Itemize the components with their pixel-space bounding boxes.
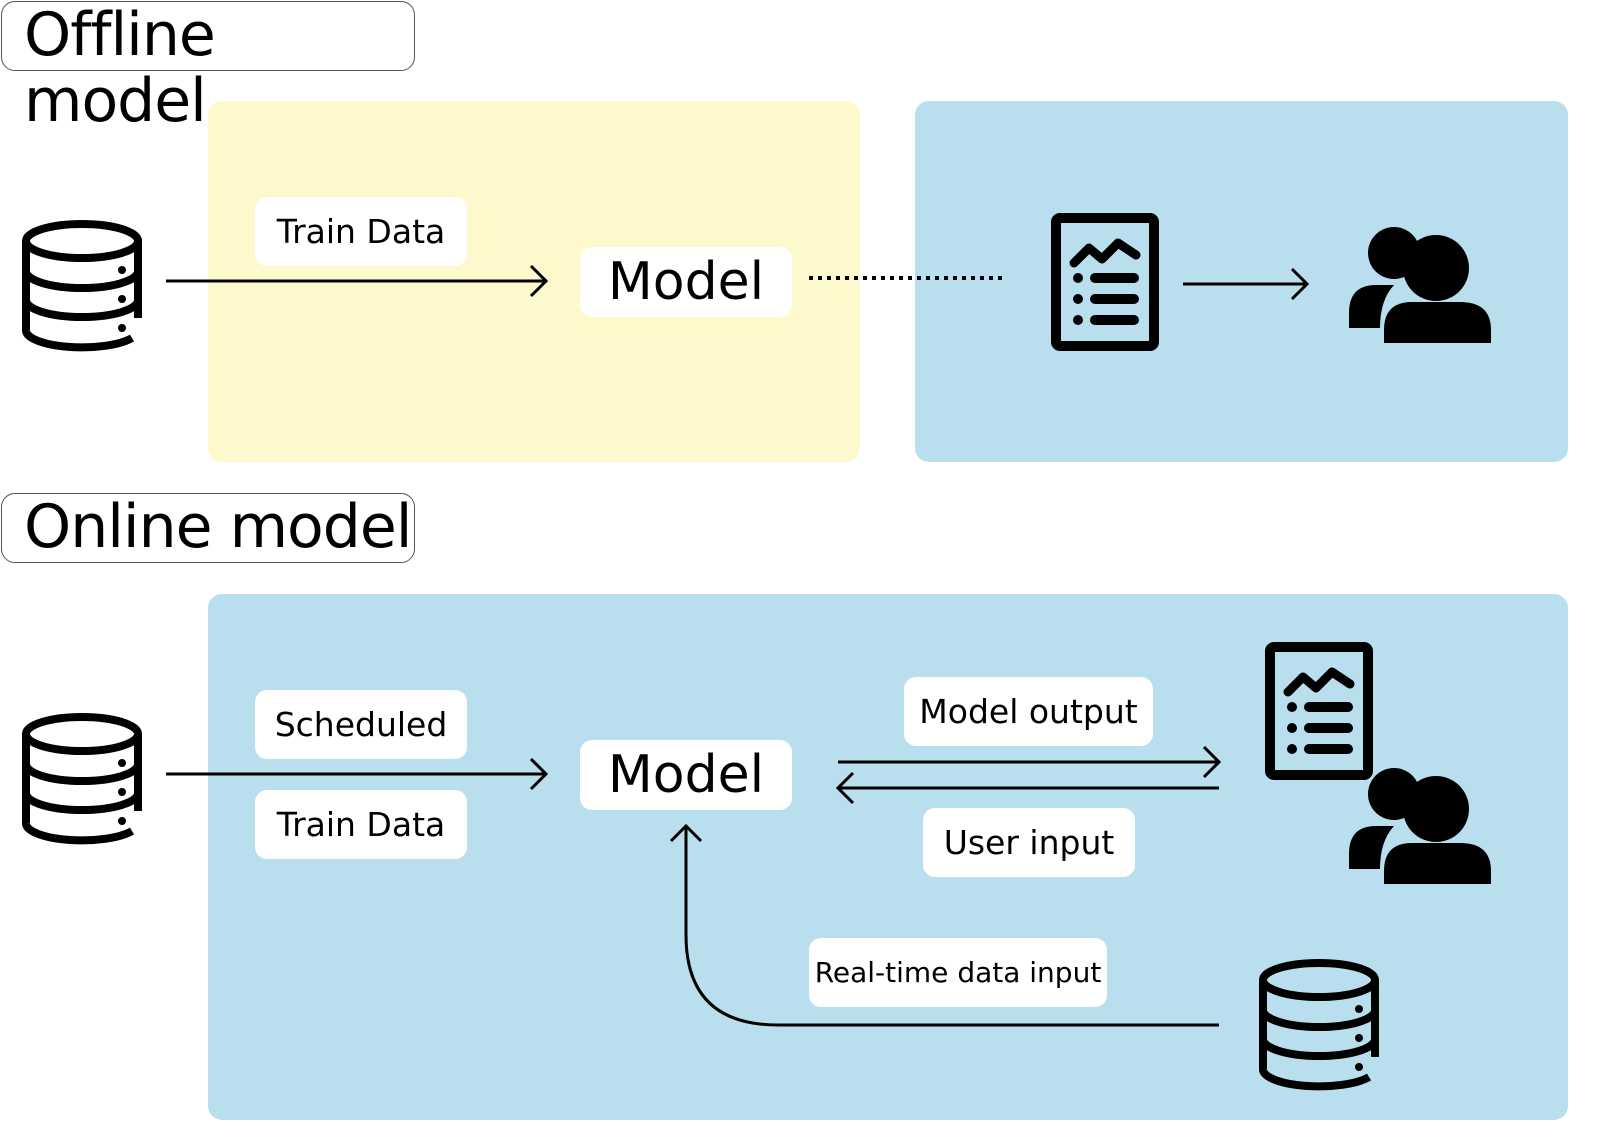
report-icon: [1056, 218, 1154, 346]
offline-train-arrow: [166, 264, 549, 298]
online-section-title: Online model: [1, 493, 415, 563]
report-icon: [1270, 647, 1368, 775]
users-icon: [1349, 768, 1491, 884]
user-input-arrow: [835, 771, 1219, 805]
online-train-data-label: Train Data: [255, 790, 467, 859]
database-icon: [1263, 963, 1375, 1086]
offline-section-title: Offline model: [1, 1, 415, 134]
database-icon: [26, 717, 138, 840]
database-icon: [26, 224, 138, 347]
model-output-arrow: [838, 745, 1222, 779]
scheduled-label: Scheduled: [255, 690, 467, 759]
users-icon: [1349, 227, 1491, 343]
model-output-label: Model output: [904, 677, 1153, 746]
online-train-arrow: [166, 757, 549, 791]
online-model-node: Model: [580, 740, 792, 810]
offline-train-data-label: Train Data: [255, 197, 467, 266]
realtime-data-input-label: Real-time data input: [809, 938, 1107, 1007]
user-input-label: User input: [923, 808, 1135, 877]
realtime-input-arrow: [669, 823, 1219, 1027]
offline-report-arrow: [1183, 267, 1310, 301]
offline-model-node: Model: [580, 247, 792, 317]
